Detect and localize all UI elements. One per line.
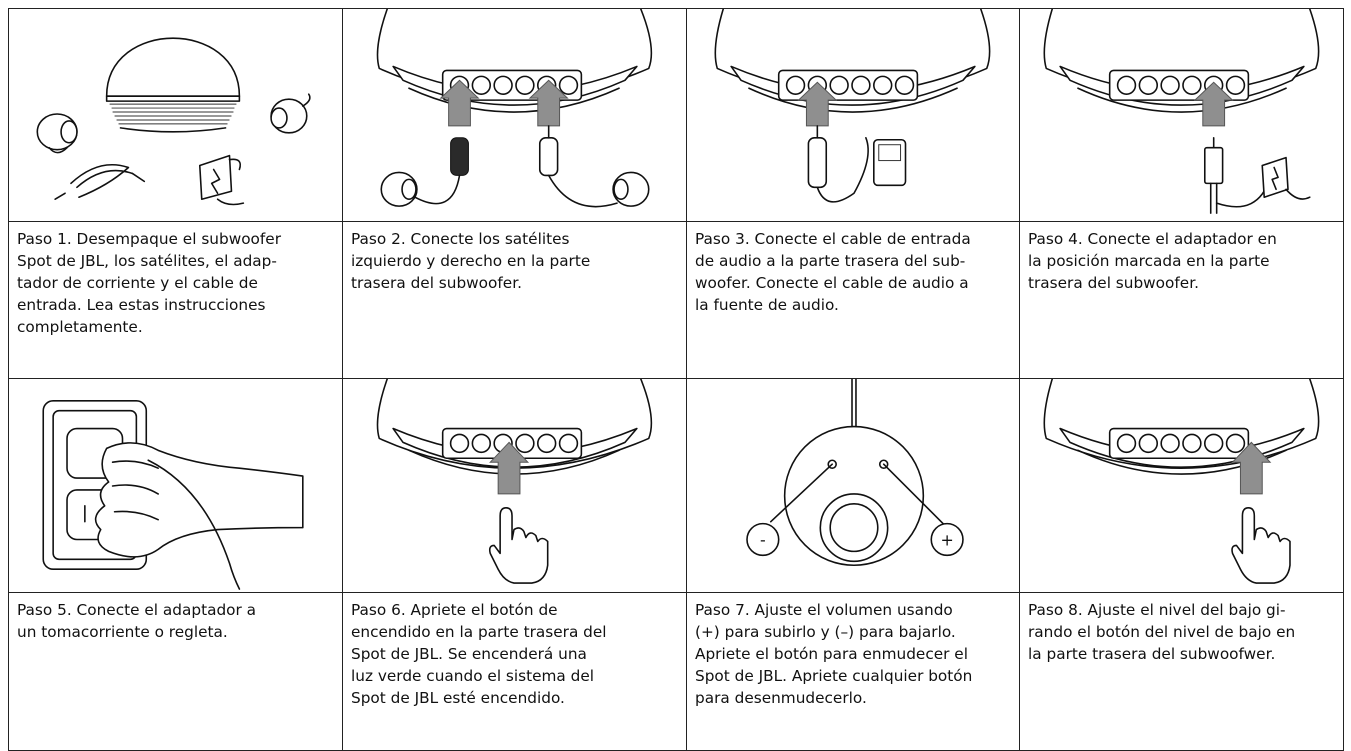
step-4-line: la posición marcada en la parte (1028, 252, 1270, 270)
step-8-line: Paso 8. Ajuste el nivel del bajo gi- (1028, 601, 1286, 619)
step-7-text: Paso 7. Ajuste el volumen usando (+) par… (686, 592, 1020, 751)
step-7-image: - + (686, 378, 1020, 593)
step-8-image (1019, 378, 1344, 593)
connect-adapter-illustration (1043, 9, 1320, 214)
step-8-line: rando el botón del nivel de bajo en (1028, 623, 1296, 641)
step-2-line: Paso 2. Conecte los satélites (351, 230, 570, 248)
step-4-text: Paso 4. Conecte el adaptador en la posic… (1019, 221, 1344, 379)
step-1-line: entrada. Lea estas instrucciones (17, 296, 266, 314)
step-6-line: luz verde cuando el sistema del (351, 667, 595, 685)
step-8-line: la parte trasera del subwoofwer. (1028, 645, 1276, 663)
step-3-line: de audio a la parte trasera del sub- (695, 252, 966, 270)
step-7-line: Spot de JBL. Apriete cualquier botón (695, 667, 973, 685)
step-4-image (1019, 8, 1344, 222)
step-1-line: Paso 1. Desempaque el subwoofer (17, 230, 282, 248)
step-4-line: trasera del subwoofer. (1028, 274, 1199, 292)
connect-audio-input-illustration (714, 9, 991, 203)
step-2-line: trasera del subwoofer. (351, 274, 522, 292)
step-6-text: Paso 6. Apriete el botón de encendido en… (342, 592, 687, 751)
volume-buttons-illustration: - + (746, 379, 964, 567)
step-1-line: tador de corriente y el cable de (17, 274, 258, 292)
step-3-line: woofer. Conecte el cable de audio a (695, 274, 969, 292)
step-6-line: Spot de JBL esté encendido. (351, 689, 565, 707)
plus-label: + (940, 530, 953, 549)
step-6-line: Spot de JBL. Se encenderá una (351, 645, 587, 663)
step-1-line: Spot de JBL, los satélites, el adap- (17, 252, 277, 270)
step-7-line: (+) para subirlo y (–) para bajarlo. (695, 623, 956, 641)
step-3-line: la fuente de audio. (695, 296, 839, 314)
step-8-text: Paso 8. Ajuste el nivel del bajo gi- ran… (1019, 592, 1344, 751)
step-7-line: Apriete el botón para enmudecer el (695, 645, 968, 663)
step-1-text: Paso 1. Desempaque el subwoofer Spot de … (8, 221, 343, 379)
plug-into-outlet-illustration (42, 400, 304, 590)
step-7-line: para desenmudecerlo. (695, 689, 867, 707)
step-3-text: Paso 3. Conecte el cable de entrada de a… (686, 221, 1020, 379)
step-3-line: Paso 3. Conecte el cable de entrada (695, 230, 971, 248)
step-1-line: completamente. (17, 318, 143, 336)
press-power-button-illustration (376, 379, 653, 584)
step-4-line: Paso 4. Conecte el adaptador en (1028, 230, 1277, 248)
step-6-line: encendido en la parte trasera del (351, 623, 607, 641)
instruction-grid: Paso 1. Desempaque el subwoofer Spot de … (8, 8, 1344, 751)
minus-label: - (760, 530, 766, 549)
step-3-image (686, 8, 1020, 222)
step-1-image (8, 8, 343, 222)
bass-level-knob-illustration (1043, 379, 1320, 584)
step-2-text: Paso 2. Conecte los satélites izquierdo … (342, 221, 687, 379)
step-7-line: Paso 7. Ajuste el volumen usando (695, 601, 953, 619)
step-6-image (342, 378, 687, 593)
step-2-line: izquierdo y derecho en la parte (351, 252, 591, 270)
step-5-image (8, 378, 343, 593)
step-2-image (342, 8, 687, 222)
step-5-line: Paso 5. Conecte el adaptador a (17, 601, 257, 619)
connect-satellites-illustration (376, 9, 653, 208)
step-6-line: Paso 6. Apriete el botón de (351, 601, 558, 619)
step-5-line: un tomacorriente o regleta. (17, 623, 228, 641)
unboxed-kit-illustration (36, 37, 311, 206)
step-5-text: Paso 5. Conecte el adaptador a un tomaco… (8, 592, 343, 751)
